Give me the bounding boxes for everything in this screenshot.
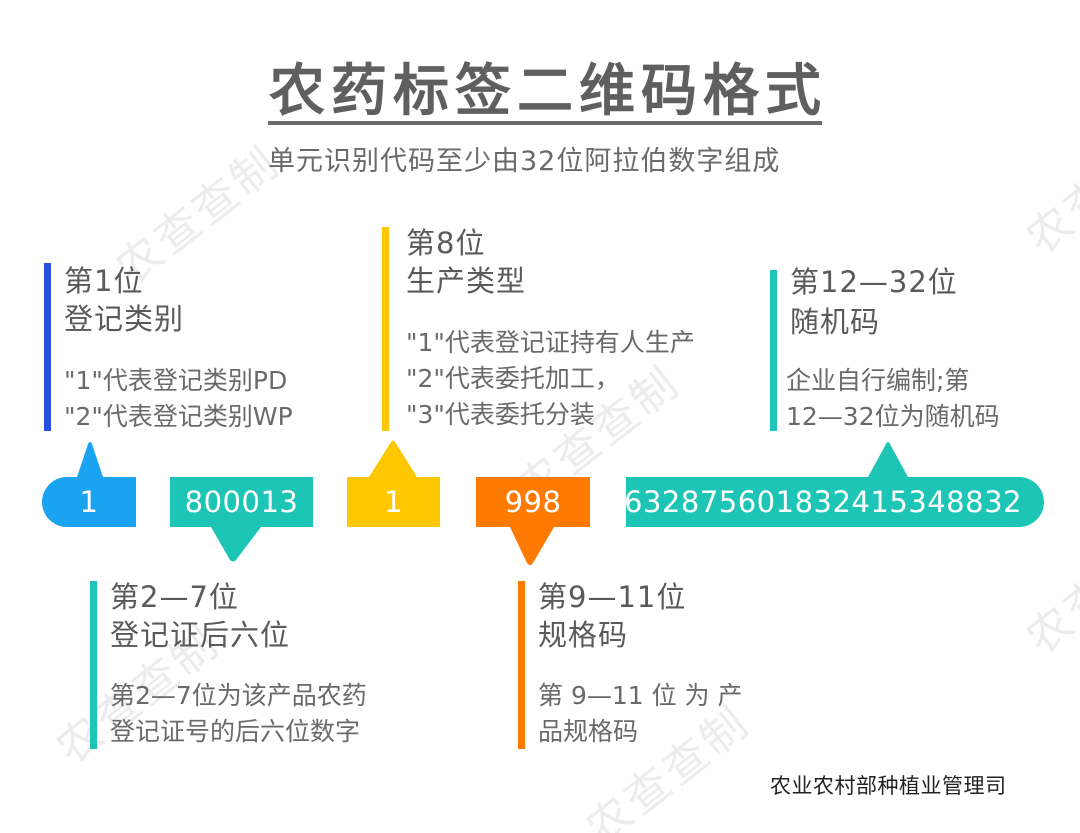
tag-shape (347, 440, 440, 527)
segment-5-accent-bar (770, 270, 777, 431)
tag-shape (626, 442, 1044, 527)
segment-4-desc-line: 品规格码 (538, 717, 639, 746)
segment-5-desc-line: 12—32位为随机码 (786, 402, 1000, 431)
tag-shape (170, 477, 313, 562)
watermark: 农查查制 (1017, 106, 1080, 265)
segment-5-position: 第12—32位 (790, 265, 958, 299)
code-tag-segment-3: 1 (347, 439, 440, 527)
code-tag-segment-4: 998 (476, 477, 590, 567)
segment-1-position: 第1位 (64, 264, 144, 298)
code-value: 998 (504, 485, 562, 519)
code-value: 1 (384, 485, 403, 519)
segment-3-name: 生产类型 (406, 264, 527, 298)
segment-2-name: 登记证后六位 (110, 618, 291, 652)
segment-2-description: 第2—7位 登记证后六位 第2—7位为该产品农药 登记证号的后六位数字 (90, 580, 420, 749)
tag-shape (476, 477, 590, 565)
segment-5-description: 第12—32位 随机码 企业自行编制;第 12—32位为随机码 (770, 265, 1060, 431)
page-title: 农药标签二维码格式 (269, 59, 827, 124)
segment-5-desc-line: 企业自行编制;第 (786, 366, 970, 395)
code-tag-segment-1: 1 (42, 440, 136, 527)
segment-3-desc-line: "3"代表委托分装 (406, 400, 595, 429)
segment-4-position: 第9—11位 (538, 580, 687, 614)
code-value: 1 (79, 485, 99, 519)
title-divider (268, 121, 822, 125)
segment-3-desc-line: "1"代表登记证持有人生产 (406, 328, 695, 357)
segment-2-position: 第2—7位 (110, 580, 239, 614)
segment-4-name: 规格码 (538, 618, 629, 652)
segment-4-accent-bar (518, 581, 525, 749)
code-tag-segment-5: 632875601832415348832 (624, 440, 1044, 527)
segment-1-accent-bar (44, 263, 51, 431)
segment-1-name: 登记类别 (64, 302, 185, 336)
code-value: 632875601832415348832 (624, 485, 1022, 519)
tag-shape (42, 442, 136, 527)
code-value: 800013 (184, 485, 299, 519)
segment-5-name: 随机码 (790, 305, 881, 339)
segment-1-description: 第1位 登记类别 "1"代表登记类别PD "2"代表登记类别WP (44, 263, 344, 431)
segment-4-description: 第9—11位 规格码 第 9—11 位 为 产 品规格码 (518, 580, 778, 749)
segment-2-desc-line: 第2—7位为该产品农药 (110, 681, 367, 710)
code-tag-segment-2: 800013 (170, 477, 313, 563)
segment-1-desc-line: "1"代表登记类别PD (64, 366, 288, 395)
segment-3-accent-bar (382, 227, 389, 431)
segment-3-description: 第8位 生产类型 "1"代表登记证持有人生产 "2"代表委托加工， "3"代表委… (382, 226, 752, 431)
segment-1-desc-line: "2"代表登记类别WP (64, 402, 293, 431)
page-subtitle: 单元识别代码至少由32位阿拉伯数字组成 (268, 146, 781, 177)
segment-3-desc-line: "2"代表委托加工， (406, 364, 620, 393)
segment-3-position: 第8位 (406, 226, 486, 260)
segment-2-desc-line: 登记证号的后六位数字 (110, 717, 361, 746)
source-credit: 农业农村部种植业管理司 (770, 774, 1007, 798)
segment-4-desc-line: 第 9—11 位 为 产 (538, 681, 743, 710)
segment-2-accent-bar (90, 581, 97, 749)
